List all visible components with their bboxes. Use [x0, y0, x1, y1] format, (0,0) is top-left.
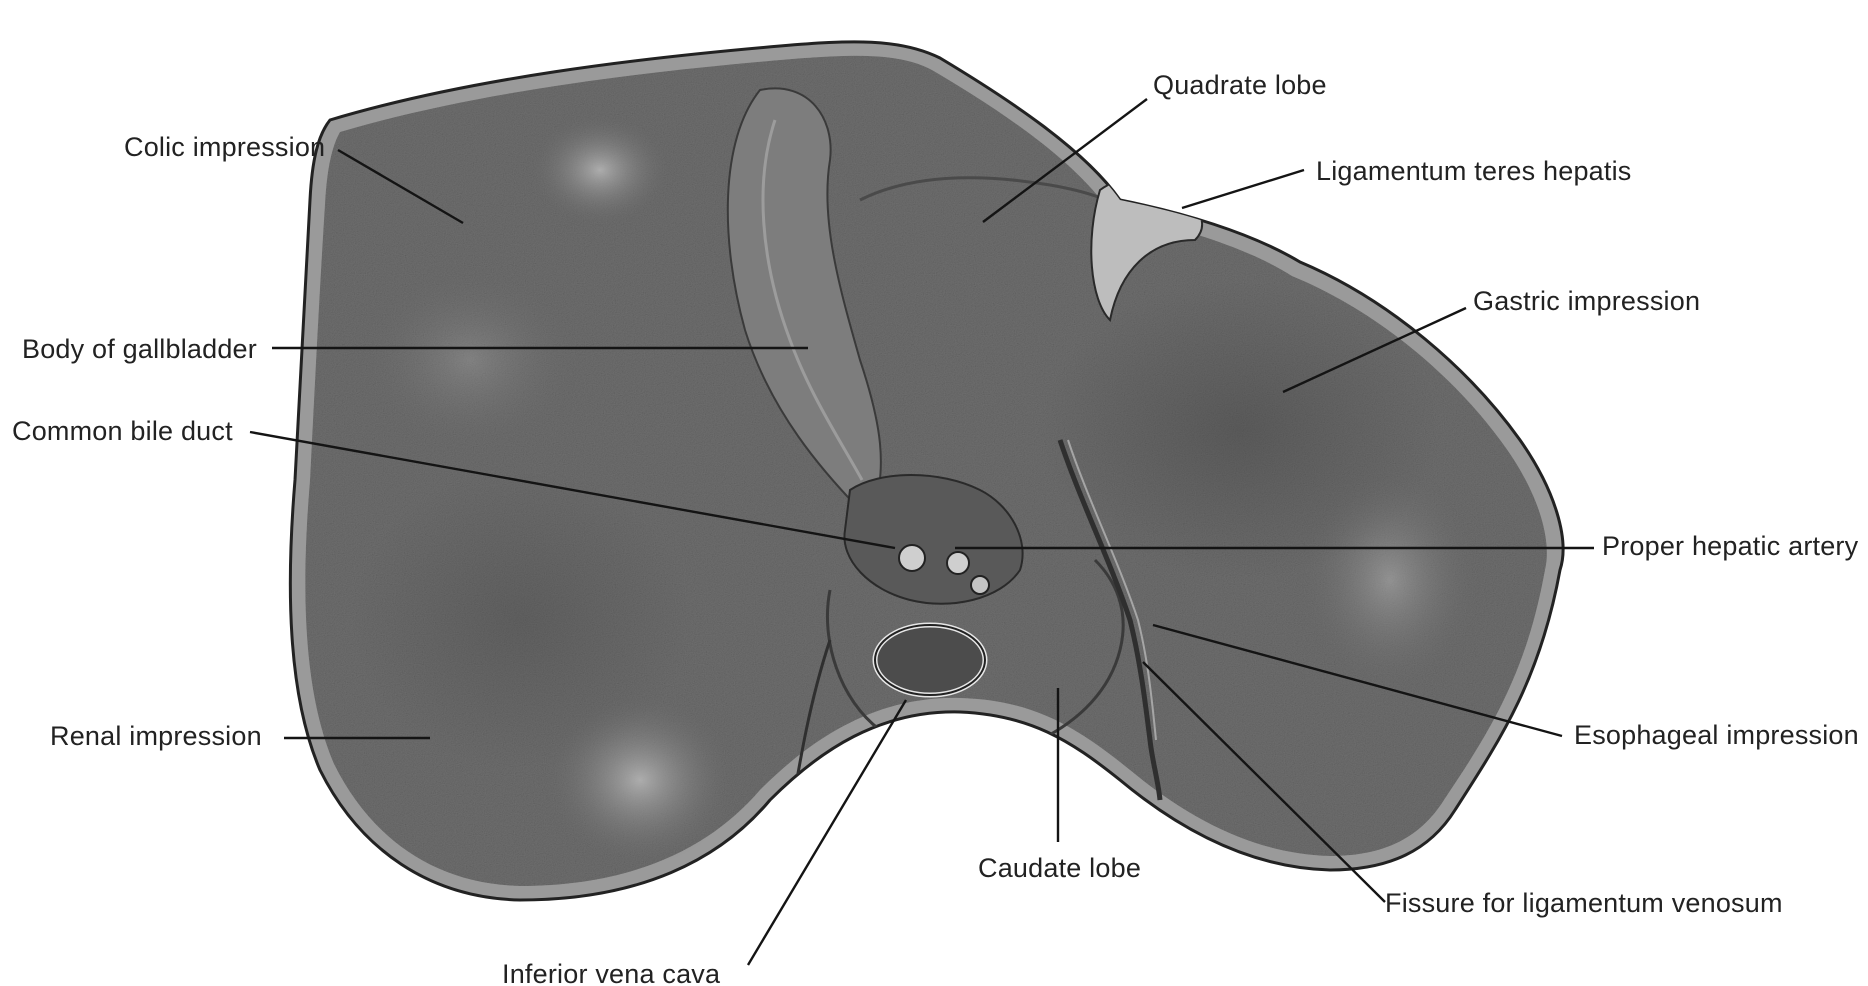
label-renal-impression: Renal impression	[50, 721, 262, 751]
label-ligamentum-teres-hepatis: Ligamentum teres hepatis	[1316, 156, 1631, 186]
label-colic-impression: Colic impression	[124, 132, 325, 162]
label-caudate-lobe: Caudate lobe	[978, 853, 1141, 883]
leader-ligamentum-teres	[1182, 170, 1304, 208]
label-quadrate-lobe: Quadrate lobe	[1153, 70, 1327, 100]
label-proper-hepatic-artery: Proper hepatic artery	[1602, 531, 1859, 561]
label-esophageal-impression: Esophageal impression	[1574, 720, 1859, 750]
label-body-of-gallbladder: Body of gallbladder	[22, 334, 257, 364]
label-gastric-impression: Gastric impression	[1473, 286, 1700, 316]
label-common-bile-duct: Common bile duct	[12, 416, 233, 446]
label-inferior-vena-cava: Inferior vena cava	[502, 959, 721, 986]
label-fissure-for-ligamentum-venosum: Fissure for ligamentum venosum	[1385, 888, 1783, 918]
